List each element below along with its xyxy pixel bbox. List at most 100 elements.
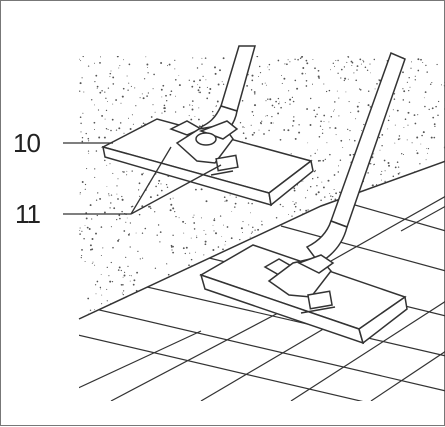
carpet-speckle: [106, 186, 107, 187]
carpet-speckle: [245, 314, 247, 316]
carpet-speckle: [310, 124, 312, 126]
carpet-speckle: [366, 214, 368, 216]
carpet-speckle: [351, 61, 353, 63]
carpet-speckle: [245, 137, 247, 139]
carpet-speckle: [94, 129, 95, 130]
carpet-speckle: [122, 199, 124, 201]
carpet-speckle: [188, 282, 189, 283]
carpet-speckle: [130, 128, 132, 130]
carpet-speckle: [306, 60, 308, 62]
carpet-speckle: [101, 295, 102, 296]
carpet-speckle: [83, 238, 84, 239]
carpet-speckle: [118, 214, 120, 216]
carpet-speckle: [397, 293, 398, 294]
carpet-speckle: [170, 94, 172, 96]
carpet-speckle: [331, 116, 332, 117]
carpet-speckle: [170, 198, 171, 199]
carpet-speckle: [174, 60, 175, 61]
carpet-speckle: [109, 76, 110, 77]
carpet-speckle: [121, 270, 122, 271]
carpet-speckle: [159, 294, 160, 295]
carpet-speckle: [169, 64, 171, 66]
carpet-speckle: [137, 309, 138, 310]
carpet-speckle: [198, 119, 200, 121]
carpet-speckle: [172, 235, 173, 236]
carpet-speckle: [154, 310, 155, 311]
carpet-speckle: [194, 228, 196, 230]
carpet-speckle: [195, 295, 196, 296]
carpet-speckle: [369, 246, 371, 248]
carpet-speckle: [417, 114, 418, 115]
carpet-speckle: [160, 318, 162, 320]
carpet-speckle: [146, 64, 148, 66]
carpet-speckle: [388, 250, 389, 251]
carpet-speckle: [183, 247, 185, 249]
carpet-speckle: [292, 240, 294, 242]
carpet-speckle: [95, 233, 97, 235]
carpet-speckle: [405, 285, 407, 287]
carpet-speckle: [393, 176, 395, 178]
carpet-speckle: [117, 178, 118, 179]
carpet-speckle: [347, 230, 349, 232]
carpet-speckle: [332, 196, 333, 197]
carpet-speckle: [79, 91, 80, 92]
carpet-speckle: [434, 123, 436, 125]
carpet-speckle: [319, 228, 321, 230]
carpet-speckle: [422, 62, 423, 63]
carpet-speckle: [373, 198, 374, 199]
carpet-speckle: [131, 206, 132, 207]
carpet-speckle: [185, 253, 186, 254]
carpet-speckle: [133, 124, 134, 125]
carpet-speckle: [213, 225, 214, 226]
carpet-speckle: [328, 121, 329, 122]
carpet-speckle: [384, 181, 385, 182]
carpet-speckle: [123, 171, 125, 173]
carpet-speckle: [442, 266, 444, 268]
carpet-speckle: [265, 317, 266, 318]
carpet-speckle: [416, 194, 418, 196]
carpet-speckle: [329, 127, 330, 128]
carpet-speckle: [185, 311, 187, 313]
carpet-speckle: [365, 67, 367, 69]
carpet-speckle: [404, 320, 405, 321]
carpet-speckle: [320, 120, 322, 122]
carpet-speckle: [340, 140, 342, 142]
carpet-speckle: [251, 233, 252, 234]
carpet-speckle: [395, 167, 397, 169]
carpet-speckle: [269, 237, 270, 238]
carpet-speckle: [416, 233, 417, 234]
carpet-speckle: [233, 316, 234, 317]
carpet-speckle: [270, 122, 272, 124]
carpet-speckle: [369, 64, 370, 65]
carpet-speckle: [429, 183, 431, 185]
carpet-speckle: [124, 301, 125, 302]
carpet-speckle: [430, 84, 431, 85]
carpet-speckle: [432, 197, 434, 199]
carpet-speckle: [351, 65, 352, 66]
carpet-speckle: [97, 215, 98, 216]
carpet-speckle: [399, 138, 400, 139]
carpet-speckle: [340, 160, 341, 161]
carpet-speckle: [106, 128, 107, 129]
carpet-speckle: [318, 70, 320, 72]
carpet-speckle: [399, 135, 400, 136]
carpet-speckle: [85, 184, 86, 185]
carpet-speckle: [292, 97, 293, 98]
carpet-speckle: [425, 91, 427, 93]
carpet-speckle: [111, 71, 112, 72]
carpet-speckle: [313, 227, 314, 228]
carpet-speckle: [252, 231, 253, 232]
carpet-speckle: [393, 188, 394, 189]
carpet-speckle: [189, 253, 190, 254]
carpet-speckle: [430, 175, 432, 177]
carpet-speckle: [414, 114, 416, 116]
carpet-speckle: [172, 311, 173, 312]
carpet-speckle: [432, 107, 434, 109]
carpet-speckle: [428, 234, 430, 236]
carpet-speckle: [276, 217, 278, 219]
carpet-speckle: [225, 241, 226, 242]
carpet-speckle: [424, 97, 425, 98]
carpet-speckle: [142, 93, 143, 94]
carpet-speckle: [426, 159, 427, 160]
carpet-speckle: [116, 219, 117, 220]
